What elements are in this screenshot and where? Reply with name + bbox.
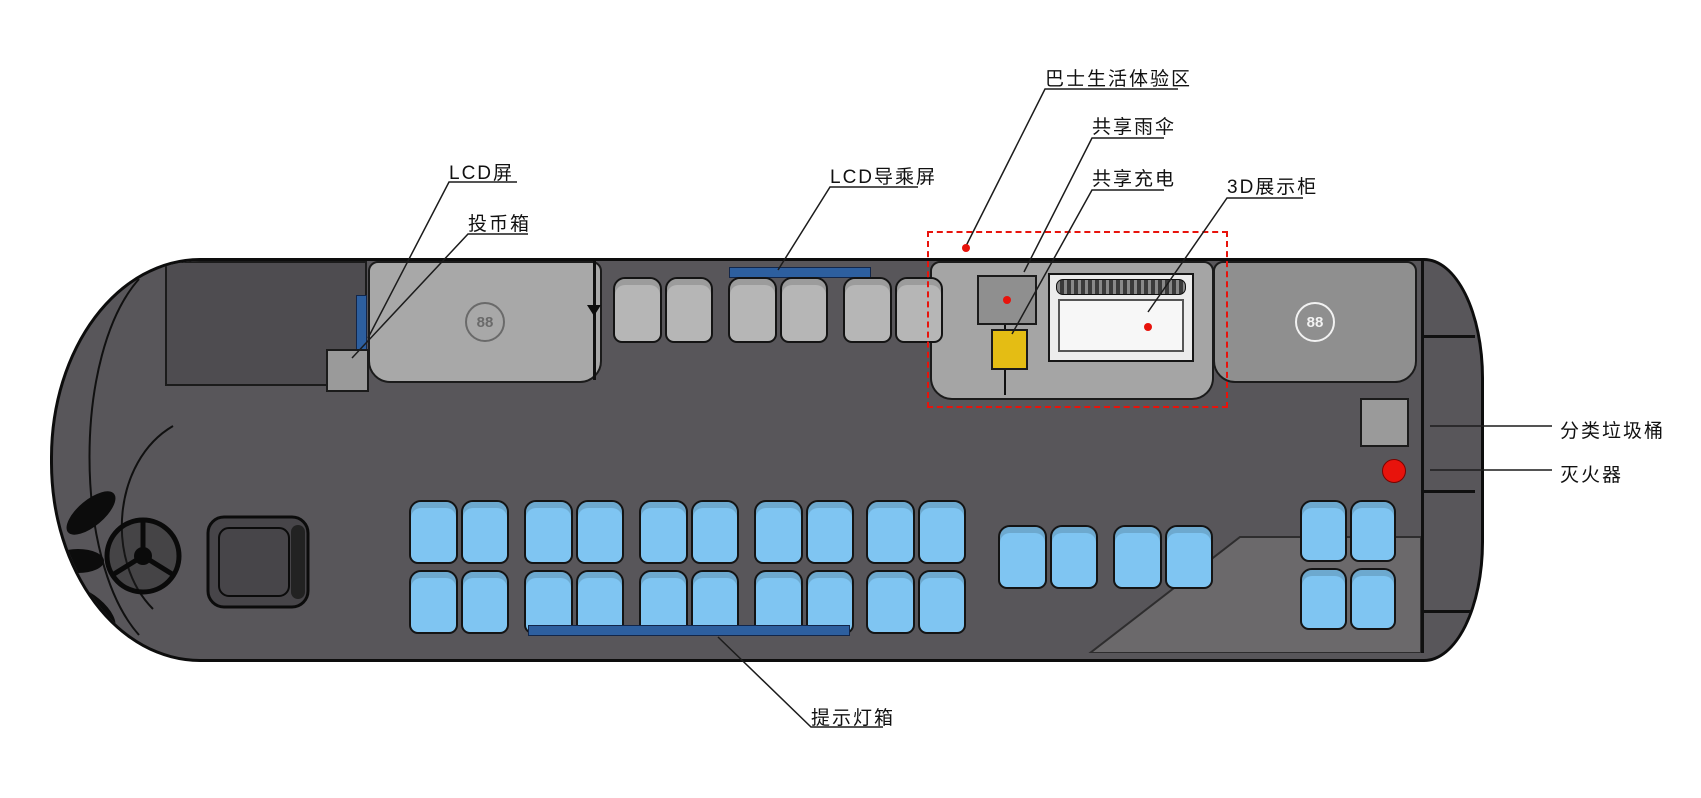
label-coin-box: 投币箱 <box>468 214 532 235</box>
notice-lightbox <box>528 625 850 636</box>
blue-seat <box>409 500 509 564</box>
driver-seat <box>206 515 310 609</box>
blue-seat <box>639 500 739 564</box>
blue-seat <box>1300 568 1396 630</box>
stanchion-pole <box>593 261 596 380</box>
blue-seat <box>866 570 966 634</box>
dashboard-curve <box>120 425 174 610</box>
blue-seat <box>524 500 624 564</box>
label-notice-lightbox: 提示灯箱 <box>811 708 896 729</box>
bus-body: 88 88 <box>50 258 1484 662</box>
label-lcd-screen: LCD屏 <box>449 163 515 184</box>
experience-zone-outline <box>927 231 1228 408</box>
arrow-marker-icon <box>587 305 601 316</box>
label-shared-charging: 共享充电 <box>1092 169 1177 190</box>
sorted-trash-bin <box>1360 398 1409 447</box>
blue-seat <box>1113 525 1213 589</box>
blue-seat <box>754 570 854 634</box>
label-fire-extinguisher: 灭火器 <box>1560 465 1624 486</box>
blue-seat <box>524 570 624 634</box>
rear-wheel-arch-panel: 88 <box>1213 261 1417 383</box>
driver-area <box>53 278 310 636</box>
label-lcd-guide-screen: LCD导乘屏 <box>830 167 938 188</box>
front-wheel-arch-panel: 88 <box>368 261 602 383</box>
blue-seat <box>1300 500 1396 562</box>
label-shared-umbrella: 共享雨伞 <box>1092 117 1177 138</box>
blue-seat <box>754 500 854 564</box>
umbrella-marker-dot <box>1003 296 1011 304</box>
brand-logo: 88 <box>465 302 505 342</box>
windshield-curve <box>88 278 140 636</box>
shared-charging-box <box>991 329 1028 370</box>
label-display-cabinet-3d: 3D展示柜 <box>1227 177 1319 198</box>
blue-seat <box>409 570 509 634</box>
blue-seat <box>998 525 1098 589</box>
gray-seat <box>613 277 713 343</box>
steering-wheel <box>104 517 182 595</box>
fire-extinguisher <box>1382 459 1406 483</box>
label-experience-zone: 巴士生活体验区 <box>1045 69 1193 90</box>
rear-window-strut <box>1421 490 1475 493</box>
blue-seat <box>866 500 966 564</box>
rear-window-strut <box>1421 335 1475 338</box>
front-wheel <box>53 491 116 631</box>
rear-window-strut <box>1421 610 1475 613</box>
gray-seat <box>728 277 828 343</box>
gray-seat <box>843 277 943 343</box>
brand-logo: 88 <box>1295 302 1335 342</box>
blue-seat <box>639 570 739 634</box>
label-sorted-trash-bin: 分类垃圾桶 <box>1560 421 1666 442</box>
rear-partition <box>1421 261 1424 653</box>
